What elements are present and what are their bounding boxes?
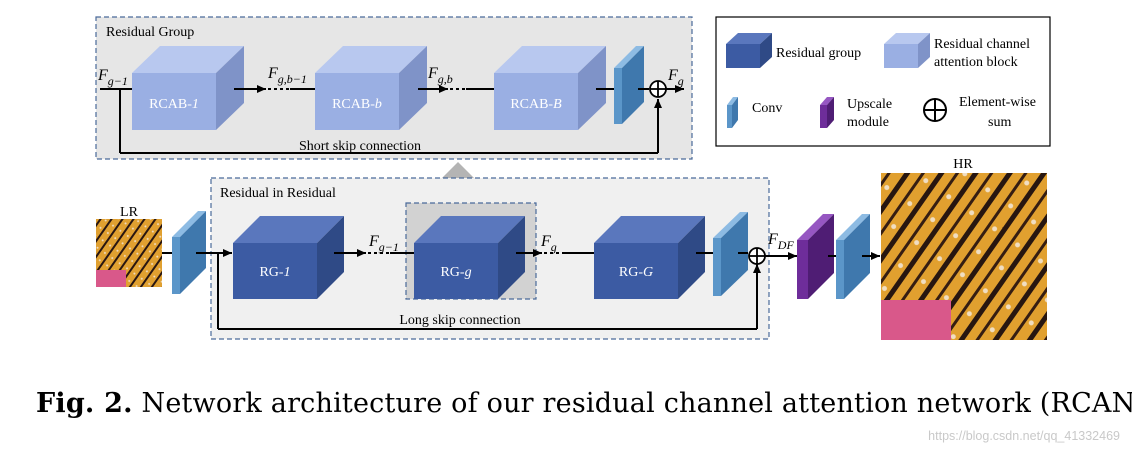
rg-1-index: 1 — [284, 265, 291, 280]
rcab-B-block: RCAB-B — [494, 46, 606, 130]
long-skip-label: Long skip connection — [399, 313, 520, 328]
label-rir-f-g: Fg — [540, 233, 557, 254]
legend-rcab-label-2: attention block — [934, 55, 1018, 70]
lr-image — [96, 219, 162, 287]
svg-text:RCAB-B: RCAB-B — [510, 97, 562, 112]
rg-sum-node — [649, 80, 667, 98]
rir-sum-node — [748, 247, 766, 265]
legend-conv-icon — [727, 97, 738, 128]
upscale-module — [797, 214, 834, 299]
rcab-b-block: RCAB-b — [315, 46, 427, 130]
rir-title: Residual in Residual — [220, 186, 336, 201]
label-rir-f-g-1: Fg−1 — [368, 233, 399, 254]
rcab-B-prefix: RCAB- — [510, 97, 553, 112]
rg-g-block: RG-g — [414, 216, 525, 299]
final-conv-layer — [836, 214, 870, 299]
label-f-gb: Fg,b — [427, 65, 453, 86]
svg-text:RCAB-b: RCAB-b — [332, 97, 382, 112]
short-skip-label: Short skip connection — [299, 139, 421, 154]
rcab-B-index: B — [553, 97, 562, 112]
hr-image — [881, 173, 1047, 340]
legend-sum-label-2: sum — [988, 115, 1011, 130]
rg-G-block: RG-G — [594, 216, 705, 299]
legend-rcab-label-1: Residual channel — [934, 37, 1030, 52]
rcab-1-prefix: RCAB- — [149, 97, 192, 112]
svg-text:RG-G: RG-G — [619, 265, 653, 280]
rcab-1-block: RCAB-1 — [132, 46, 244, 130]
rcab-b-prefix: RCAB- — [332, 97, 375, 112]
legend-conv-label: Conv — [752, 101, 782, 116]
rg-g-prefix: RG- — [440, 265, 464, 280]
lr-label: LR — [120, 205, 139, 220]
legend-upscale-label-1: Upscale — [847, 97, 892, 112]
label-f-gb-1: Fg,b−1 — [267, 65, 307, 86]
legend-upscale-label-2: module — [847, 115, 889, 130]
caption-text: Network architecture of our residual cha… — [141, 388, 1132, 419]
svg-text:RCAB-1: RCAB-1 — [149, 97, 199, 112]
legend-sum-icon — [923, 98, 947, 122]
rg-1-prefix: RG- — [259, 265, 283, 280]
legend-residual-group-label: Residual group — [776, 46, 861, 61]
shallow-conv-layer — [172, 211, 206, 294]
label-f-df: FDF — [767, 231, 794, 252]
label-f-g: Fg — [667, 67, 684, 88]
rg-G-index: G — [643, 265, 653, 280]
rg-conv-layer — [614, 46, 644, 124]
residual-group-title: Residual Group — [106, 25, 194, 40]
rg-G-prefix: RG- — [619, 265, 643, 280]
rg-1-block: RG-1 — [233, 216, 344, 299]
svg-text:RG-g: RG-g — [440, 265, 471, 280]
watermark: https://blog.csdn.net/qq_41332469 — [928, 429, 1120, 443]
rg-g-index: g — [465, 265, 472, 280]
figure-caption: Fig. 2. Network architecture of our resi… — [36, 388, 1132, 419]
svg-text:RG-1: RG-1 — [259, 265, 290, 280]
legend-rcab-icon — [884, 33, 930, 68]
legend-upscale-icon — [820, 97, 834, 128]
caption-label: Fig. 2. — [36, 388, 133, 419]
label-f-g-1: Fg−1 — [97, 67, 128, 88]
legend-sum-label-1: Element-wise — [959, 95, 1036, 110]
rcab-b-index: b — [375, 97, 382, 112]
legend-residual-group-icon — [726, 33, 772, 68]
rir-conv-layer — [713, 212, 748, 296]
hr-label: HR — [953, 157, 973, 172]
rcab-1-index: 1 — [192, 97, 199, 112]
